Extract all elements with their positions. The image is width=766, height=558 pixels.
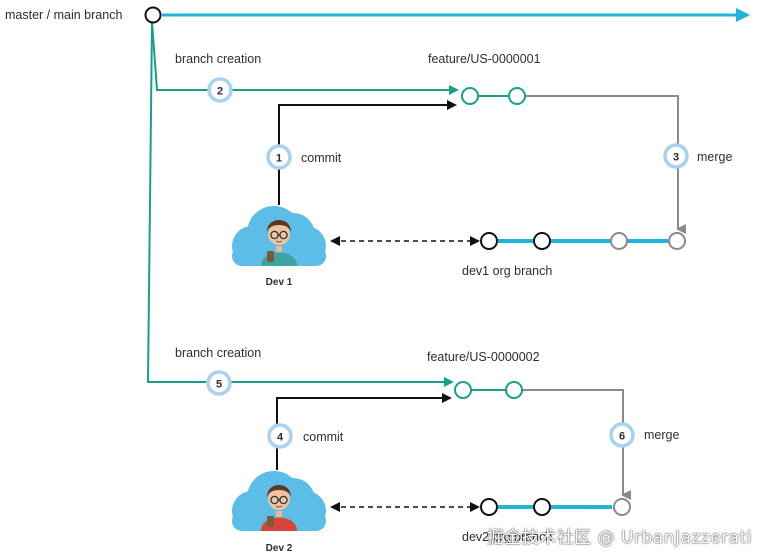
step-number: 1 <box>276 153 282 165</box>
step-number: 5 <box>216 379 222 391</box>
dev2-branch-label: dev2 org branch <box>462 530 552 544</box>
step-badge-3: 3 <box>663 143 689 169</box>
feature-2-commit-b <box>505 381 523 399</box>
step-badge-4: 4 <box>267 423 293 449</box>
branch-creation-line-1 <box>151 21 459 95</box>
branch-creation-label-2: branch creation <box>175 346 261 360</box>
developer-avatar-in-cloud-icon <box>232 471 326 531</box>
dev2-commit-a <box>480 498 498 516</box>
master-branch-label: master / main branch <box>5 8 122 22</box>
feature-branch-label-1: feature/US-0000001 <box>428 52 541 66</box>
commit-arrow-1 <box>278 100 457 205</box>
merge-label-1: merge <box>697 150 732 164</box>
merge-line-2 <box>522 389 631 500</box>
step-badge-2: 2 <box>207 77 233 103</box>
developer-avatar-in-cloud-icon <box>232 206 326 266</box>
master-root-commit <box>144 6 162 24</box>
watermark: 掘金技术社区 @ UrbanJazzerati <box>486 528 752 548</box>
step-number: 2 <box>217 86 223 98</box>
step-badge-1: 1 <box>266 144 292 170</box>
step-badge-6: 6 <box>609 422 635 448</box>
dev1-commit-a <box>480 232 498 250</box>
commit-label-1: commit <box>301 151 342 165</box>
feature-branch-label-2: feature/US-0000002 <box>427 350 540 364</box>
step-number: 3 <box>673 152 679 164</box>
feature-2-commit-a <box>454 381 472 399</box>
dev2-merge-commit <box>613 498 631 516</box>
dev1-branch-label: dev1 org branch <box>462 264 552 278</box>
step-number: 6 <box>619 431 625 443</box>
dev1-commit-b <box>533 232 551 250</box>
dev2-label: Dev 2 <box>266 543 293 554</box>
dev1-label: Dev 1 <box>266 277 293 288</box>
step-number: 4 <box>277 432 284 444</box>
feature-1-commit-b <box>508 87 526 105</box>
branch-creation-line-2 <box>146 21 454 387</box>
merge-label-2: merge <box>644 428 679 442</box>
dev1-merge-commit <box>668 232 686 250</box>
branch-creation-label-1: branch creation <box>175 52 261 66</box>
commit-label-2: commit <box>303 430 344 444</box>
feature-1-commit-a <box>461 87 479 105</box>
dev1-commit-c <box>610 232 628 250</box>
merge-line-1 <box>526 95 686 234</box>
dev2-commit-b <box>533 498 551 516</box>
step-badge-5: 5 <box>206 370 232 396</box>
